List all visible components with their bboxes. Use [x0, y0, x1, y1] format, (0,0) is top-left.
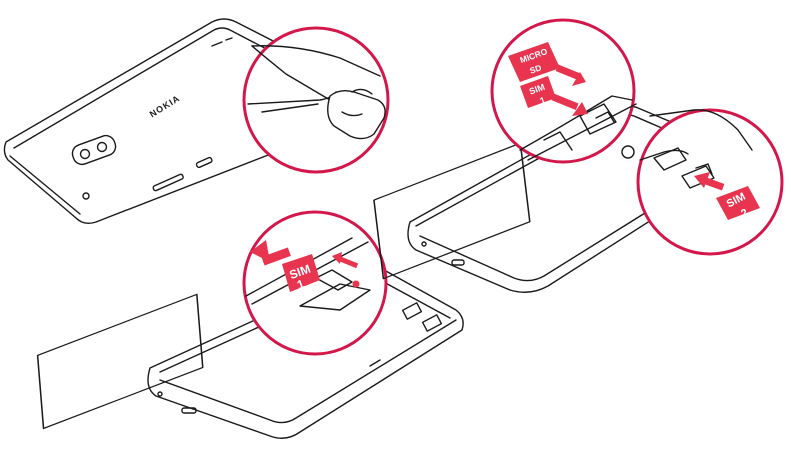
zoom-sim1-removal: SIM 1	[244, 212, 386, 354]
zoom-open-cover	[244, 28, 388, 172]
zoom-sim2-insertion: SIM 2	[638, 110, 782, 254]
zoom-sd-sim1-insertion: MICRO SD SIM 1	[492, 20, 636, 162]
sim-tray-pin	[353, 281, 360, 288]
